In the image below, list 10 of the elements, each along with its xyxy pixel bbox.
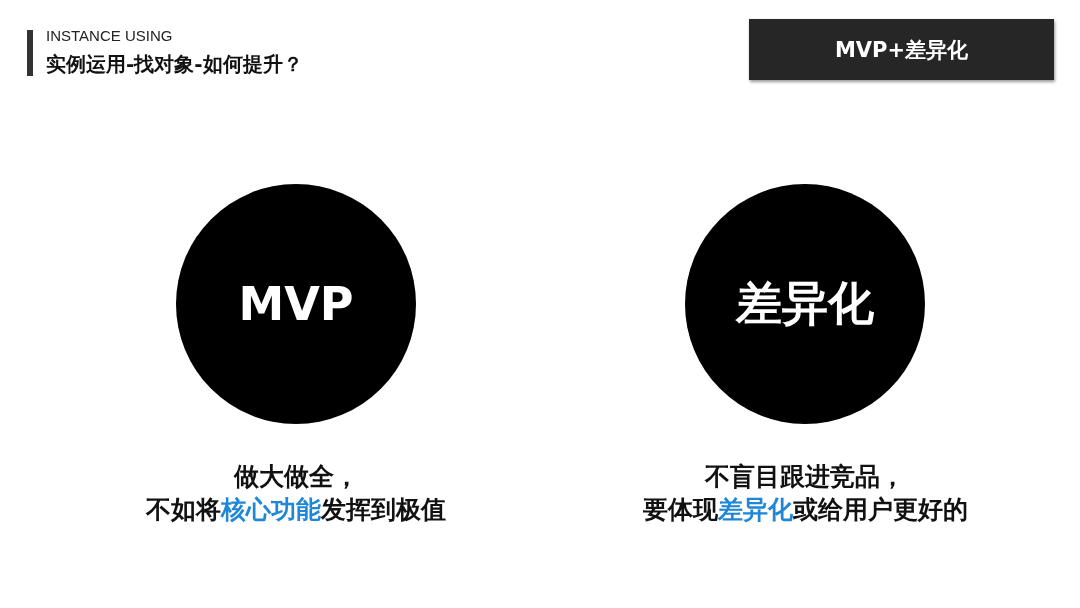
node-label: 不盲目跟进竞品， bbox=[705, 461, 905, 493]
title-box bbox=[749, 19, 1054, 80]
node-label: MVP bbox=[238, 277, 354, 331]
subtitle: INSTANCE USING bbox=[46, 27, 173, 44]
node-label: 做大做全， bbox=[233, 461, 359, 493]
title: 实例运用-找对象-如何提升？ bbox=[46, 51, 303, 78]
node-label: 要体现差异化或给用户更好的 bbox=[642, 494, 968, 526]
node-label: MVP+差异化 bbox=[834, 36, 969, 64]
node-label: 不如将核心功能发挥到极值 bbox=[146, 494, 446, 526]
node-label: 差异化 bbox=[736, 275, 874, 332]
